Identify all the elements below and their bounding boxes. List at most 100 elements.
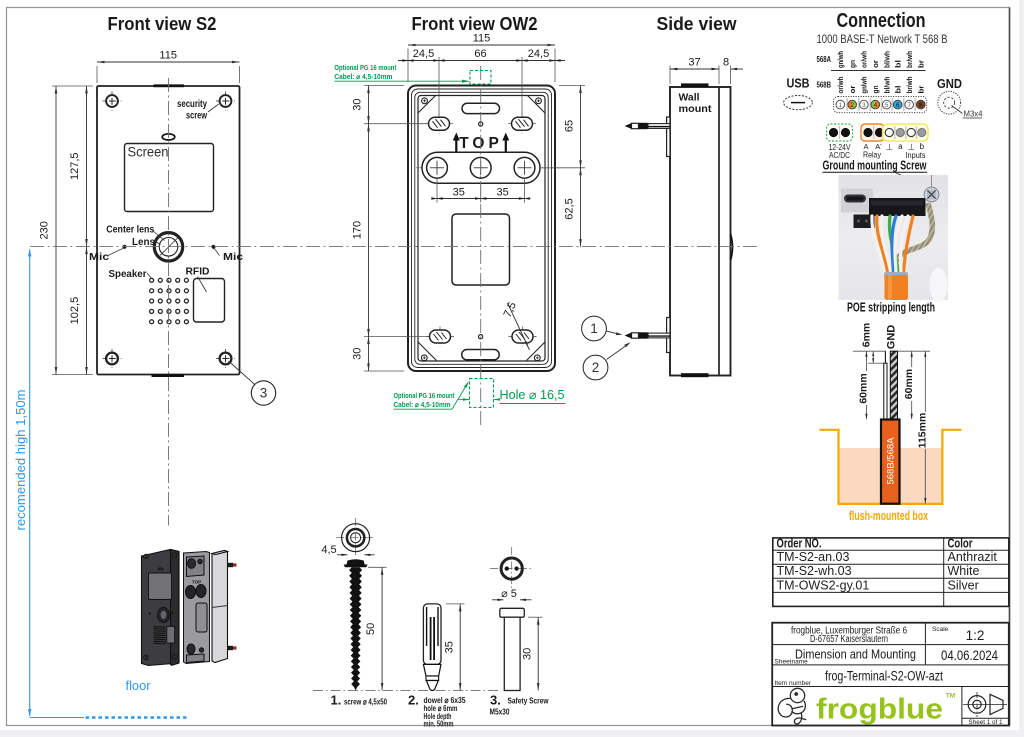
svg-text:Item number: Item number: [775, 680, 812, 687]
svg-text:TOP: TOP: [192, 580, 201, 585]
svg-text:04.06.2024: 04.06.2024: [941, 648, 998, 663]
svg-text:floor: floor: [126, 679, 151, 693]
svg-text:4,5: 4,5: [321, 544, 336, 556]
svg-text:M5x30: M5x30: [490, 707, 510, 717]
svg-text:12-24V: 12-24V: [829, 143, 852, 152]
svg-text:Optional PG 16 mount: Optional PG 16 mount: [334, 63, 396, 72]
svg-text:62,5: 62,5: [564, 198, 576, 219]
svg-text:568B: 568B: [817, 81, 832, 90]
svg-text:Inputs: Inputs: [906, 151, 926, 160]
svg-text:gn: gn: [848, 60, 857, 68]
svg-text:M3x4: M3x4: [964, 110, 984, 119]
svg-text:24,5: 24,5: [528, 48, 549, 60]
svg-text:TM-S2-an.03: TM-S2-an.03: [777, 550, 850, 564]
svg-text:Mic: Mic: [223, 252, 244, 263]
svg-text:3: 3: [862, 102, 866, 109]
svg-text:35: 35: [496, 187, 508, 199]
svg-text:D-67657 Kaiserslautern: D-67657 Kaiserslautern: [810, 634, 888, 645]
svg-text:37: 37: [688, 57, 700, 69]
svg-text:24,5: 24,5: [413, 48, 434, 60]
svg-text:66: 66: [474, 48, 486, 60]
svg-text:TOP: TOP: [459, 135, 503, 152]
svg-text:Silver: Silver: [948, 578, 979, 592]
svg-text:White: White: [948, 564, 980, 578]
svg-text:AC/DC: AC/DC: [829, 151, 850, 160]
svg-text:screw ⌀ 4,5x50: screw ⌀ 4,5x50: [344, 697, 387, 707]
svg-text:b: b: [920, 142, 925, 151]
svg-text:35: 35: [443, 641, 455, 653]
svg-text:3.: 3.: [490, 693, 501, 708]
svg-text:⌀ 5: ⌀ 5: [501, 588, 517, 600]
svg-text:flush-mounted box: flush-mounted box: [849, 509, 928, 523]
svg-text:7: 7: [907, 102, 911, 109]
svg-text:⊥: ⊥: [908, 143, 915, 152]
svg-text:A: A: [863, 142, 868, 151]
svg-text:230: 230: [38, 221, 50, 239]
svg-text:6mm: 6mm: [861, 323, 873, 348]
svg-text:min. 50mm: min. 50mm: [424, 718, 454, 728]
svg-text:Hole depth: Hole depth: [424, 711, 452, 721]
svg-text:Anthrazit: Anthrazit: [948, 550, 998, 564]
svg-text:60mm: 60mm: [858, 373, 870, 403]
svg-text:50: 50: [365, 623, 377, 635]
svg-text:127,5: 127,5: [69, 152, 81, 180]
svg-text:GND: GND: [886, 325, 898, 350]
svg-text:TM-OWS2-gy.01: TM-OWS2-gy.01: [777, 578, 870, 592]
svg-text:6: 6: [896, 102, 900, 109]
svg-text:Cabel: ⌀ 4,5-10mm: Cabel: ⌀ 4,5-10mm: [334, 72, 392, 81]
svg-text:1: 1: [590, 321, 598, 336]
svg-text:Aʹ: Aʹ: [875, 142, 882, 151]
svg-text:35: 35: [453, 187, 465, 199]
svg-text:or/wh: or/wh: [860, 51, 869, 68]
svg-text:Connection: Connection: [837, 9, 926, 32]
svg-text:115: 115: [473, 33, 491, 45]
svg-text:170: 170: [352, 221, 364, 239]
svg-text:2.: 2.: [408, 693, 419, 708]
svg-text:Wall: Wall: [679, 93, 700, 104]
svg-text:USB: USB: [787, 76, 810, 91]
svg-text:hole ⌀ 6mm: hole ⌀ 6mm: [424, 703, 458, 713]
svg-text:Mic: Mic: [89, 252, 110, 263]
svg-text:Optional PG 16 mount: Optional PG 16 mount: [394, 391, 455, 400]
svg-text:3: 3: [260, 386, 268, 401]
svg-text:1000 BASE-T Network T 568 B: 1000 BASE-T Network T 568 B: [817, 34, 948, 46]
svg-text:Safety Screw: Safety Screw: [508, 696, 549, 706]
svg-text:1: 1: [839, 102, 843, 109]
svg-text:br: br: [917, 60, 926, 68]
svg-text:Screen: Screen: [128, 144, 169, 160]
svg-text:bl/wh: bl/wh: [883, 51, 892, 68]
svg-text:7,5: 7,5: [502, 300, 519, 319]
svg-text:Scale: Scale: [932, 626, 949, 633]
svg-text:30: 30: [352, 98, 364, 110]
svg-text:recomended high 1,50m: recomended high 1,50m: [14, 390, 28, 531]
svg-text:Front view S2: Front view S2: [108, 14, 217, 34]
svg-text:Sheetname: Sheetname: [775, 658, 809, 665]
svg-text:gn/wh: gn/wh: [860, 76, 869, 93]
svg-text:or: or: [848, 85, 857, 93]
svg-text:Side view: Side view: [657, 14, 738, 34]
svg-text:Front view OW2: Front view OW2: [412, 14, 538, 34]
svg-text:Relay: Relay: [863, 151, 882, 160]
svg-text:60mm: 60mm: [903, 369, 915, 399]
svg-text:102,5: 102,5: [69, 297, 81, 325]
svg-text:dowel ⌀ 6x35: dowel ⌀ 6x35: [424, 695, 466, 705]
svg-text:4: 4: [874, 102, 878, 109]
svg-text:65: 65: [564, 120, 576, 132]
svg-text:bl/wh: bl/wh: [883, 76, 892, 93]
svg-text:screw: screw: [186, 111, 207, 122]
svg-text:2: 2: [592, 360, 600, 375]
svg-text:568A: 568A: [817, 55, 832, 64]
svg-text:or: or: [871, 60, 880, 68]
svg-text:TM-S2-wh.03: TM-S2-wh.03: [777, 564, 852, 578]
svg-text:br/wh: br/wh: [905, 76, 914, 93]
svg-text:Lens: Lens: [132, 237, 155, 248]
svg-text:568B/568A: 568B/568A: [886, 437, 897, 485]
svg-text:gn/wh: gn/wh: [836, 51, 845, 68]
svg-text:Dimension and Mounting: Dimension and Mounting: [795, 647, 916, 662]
svg-text:8: 8: [723, 57, 729, 69]
svg-text:frogblue, Luxemburger Straße 6: frogblue, Luxemburger Straße 6: [791, 626, 907, 637]
svg-text:115mm: 115mm: [917, 413, 929, 449]
svg-text:bl: bl: [894, 86, 903, 94]
svg-text:GND: GND: [937, 76, 962, 91]
svg-text:2: 2: [850, 102, 854, 109]
